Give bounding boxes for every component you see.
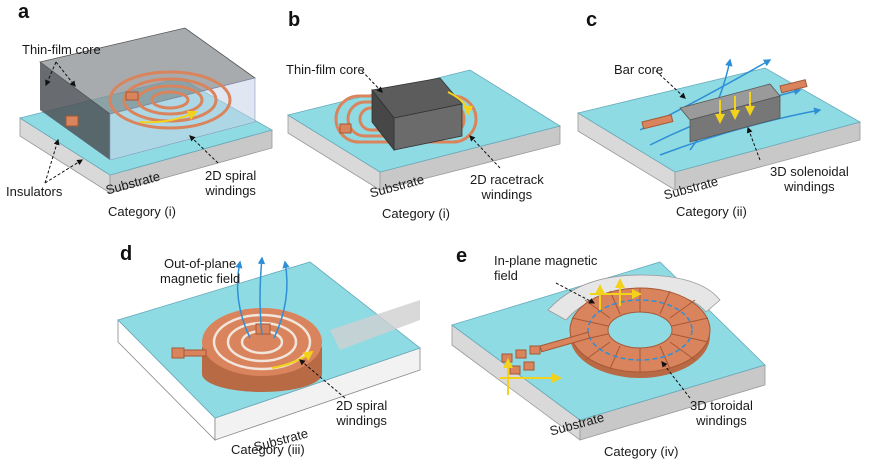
leader-line — [555, 282, 596, 304]
label-core-c: Bar core — [614, 62, 664, 77]
panel-letter-c: c — [586, 9, 598, 31]
panel-letter-a: a — [18, 1, 30, 23]
label-category-e: Category (iv) — [604, 444, 679, 459]
current-arrow — [139, 110, 198, 124]
spiral-windings — [108, 70, 232, 130]
terminal-pad — [65, 115, 79, 127]
leader-line — [189, 135, 219, 164]
label-field-e: In-plane magnetic field — [494, 253, 598, 283]
terminal-pad — [171, 347, 185, 359]
toroid-hole — [607, 311, 673, 349]
leader-line — [469, 135, 501, 169]
label-category-b: Category (i) — [382, 206, 450, 221]
field-loop — [587, 299, 693, 361]
label-insulators: Insulators — [6, 184, 63, 199]
leader-line — [655, 70, 686, 99]
core-side — [40, 62, 110, 160]
panel-c — [576, 58, 862, 191]
terminal-strip — [779, 79, 808, 94]
label-category-c: Category (ii) — [676, 204, 747, 219]
terminal-pad — [339, 123, 352, 134]
gray-band — [330, 300, 420, 350]
label-category-a: Category (i) — [108, 204, 176, 219]
center-pad — [125, 91, 139, 101]
spiral-top — [202, 308, 322, 376]
center-pad — [255, 323, 271, 335]
terminal-strip — [641, 114, 674, 130]
current-arrows — [715, 92, 755, 124]
core-side — [371, 88, 395, 152]
leader-line — [45, 61, 57, 87]
label-windings-c: 3D solenoidal windings — [770, 164, 849, 194]
leader-line — [55, 61, 76, 87]
panel-e — [451, 261, 766, 441]
terminal-strip — [181, 349, 207, 357]
panel-a — [18, 27, 274, 194]
terminal-strip — [539, 331, 591, 353]
panel-letter-e: e — [456, 245, 468, 267]
leader-line — [44, 159, 84, 184]
label-field-d: Out-of-plane magnetic field — [160, 256, 241, 286]
panel-b — [286, 69, 562, 191]
panel-letter-b: b — [288, 9, 301, 31]
panel-letter-d: d — [120, 243, 133, 265]
leader-line — [746, 126, 761, 161]
label-category-d: Category (iii) — [231, 442, 305, 457]
leader-line — [661, 361, 691, 399]
label-core-b: Thin-film core — [286, 62, 365, 77]
label-windings-d: 2D spiral windings — [336, 398, 388, 428]
label-windings-e: 3D toroidal windings — [690, 398, 753, 428]
label-windings-b: 2D racetrack windings — [470, 172, 544, 202]
label-core-a: Thin-film core — [22, 42, 101, 57]
leader-line — [44, 138, 60, 184]
current-arrows — [500, 278, 642, 395]
field-lines — [235, 256, 290, 339]
current-arrow — [447, 91, 473, 116]
label-windings-a: 2D spiral windings — [205, 168, 257, 198]
panel-d — [117, 256, 421, 441]
current-arrow — [271, 350, 314, 369]
